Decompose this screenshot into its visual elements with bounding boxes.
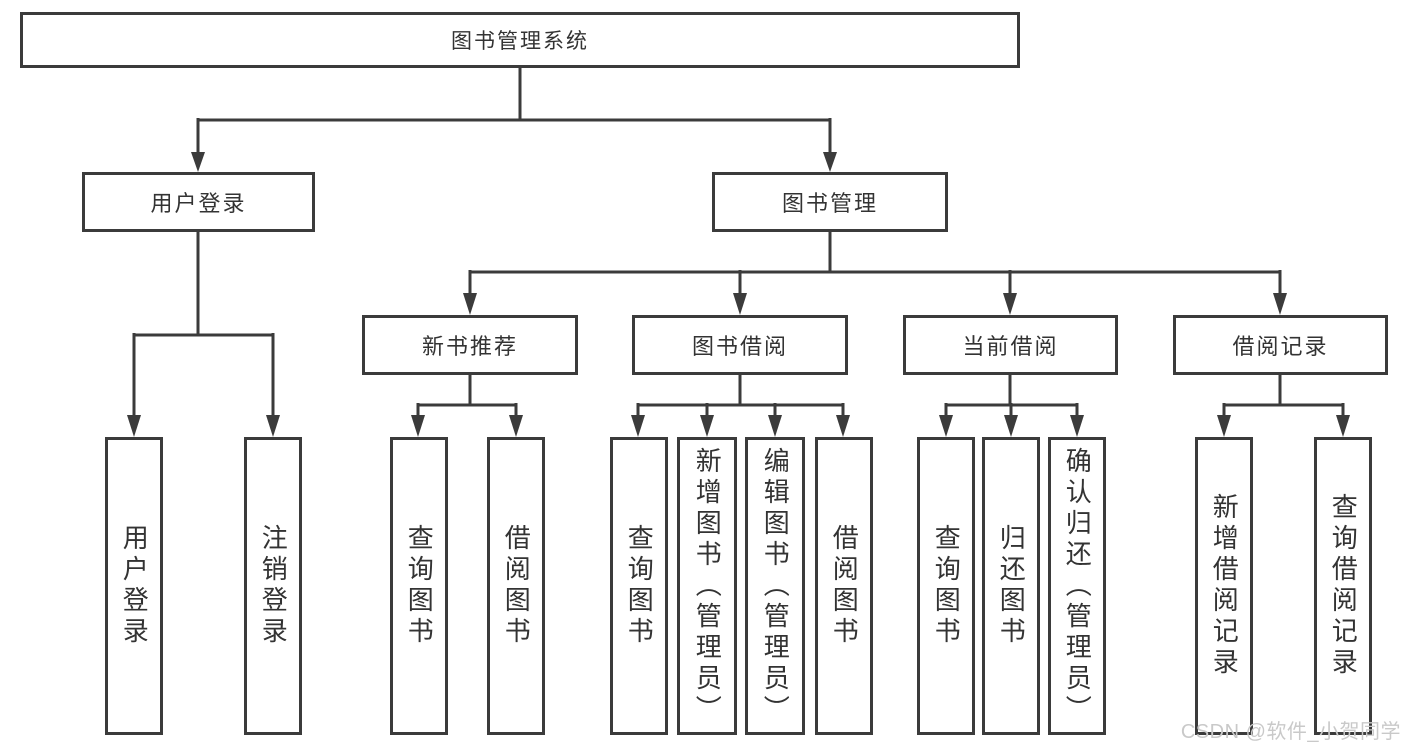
node-book-borrowing-label: 图书借阅 [691,334,788,359]
leaf-logout: 注销登录 [244,437,302,735]
node-current-borrowing-label: 当前借阅 [962,334,1059,359]
leaf-logout-label: 注销登录 [258,524,289,648]
node-book-borrowing: 图书借阅 [632,315,848,375]
node-user-login-label: 用户登录 [150,191,247,216]
leaf-query-borrow-record-label: 查询借阅记录 [1328,493,1359,679]
leaf-borrow-book-recommend-label: 借阅图书 [501,524,532,648]
node-user-login: 用户登录 [82,172,315,232]
node-borrowing-records: 借阅记录 [1173,315,1388,375]
leaf-confirm-return-admin: 确认归还（管理员） [1048,437,1106,735]
leaf-query-book-recommend: 查询图书 [390,437,448,735]
leaf-borrow-book-borrowing-label: 借阅图书 [829,524,860,648]
leaf-confirm-return-admin-label: 确认归还（管理员） [1062,446,1093,726]
leaf-query-book-borrowing: 查询图书 [610,437,668,735]
leaf-edit-book-admin: 编辑图书（管理员） [745,437,805,735]
leaf-query-book-current-label: 查询图书 [931,524,962,648]
leaf-query-book-borrowing-label: 查询图书 [624,524,655,648]
leaf-query-book-recommend-label: 查询图书 [404,524,435,648]
leaf-return-book: 归还图书 [982,437,1040,735]
leaf-add-book-admin: 新增图书（管理员） [677,437,737,735]
leaf-return-book-label: 归还图书 [996,524,1027,648]
leaf-user-login: 用户登录 [105,437,163,735]
leaf-edit-book-admin-label: 编辑图书（管理员） [760,446,791,726]
leaf-add-borrow-record: 新增借阅记录 [1195,437,1253,735]
node-current-borrowing: 当前借阅 [903,315,1118,375]
leaf-add-book-admin-label: 新增图书（管理员） [692,446,723,726]
leaf-borrow-book-recommend: 借阅图书 [487,437,545,735]
node-root-label: 图书管理系统 [451,30,589,53]
leaf-query-borrow-record: 查询借阅记录 [1314,437,1372,735]
leaf-query-book-current: 查询图书 [917,437,975,735]
csdn-watermark: CSDN @软件_小贺同学 [1180,721,1401,743]
leaf-user-login-label: 用户登录 [119,524,150,648]
node-new-book-recommend-label: 新书推荐 [421,334,518,359]
node-book-management-label: 图书管理 [781,191,878,216]
node-book-management: 图书管理 [712,172,948,232]
node-borrowing-records-label: 借阅记录 [1232,334,1329,359]
leaf-borrow-book-borrowing: 借阅图书 [815,437,873,735]
node-new-book-recommend: 新书推荐 [362,315,578,375]
leaf-add-borrow-record-label: 新增借阅记录 [1209,493,1240,679]
node-root: 图书管理系统 [20,12,1020,68]
